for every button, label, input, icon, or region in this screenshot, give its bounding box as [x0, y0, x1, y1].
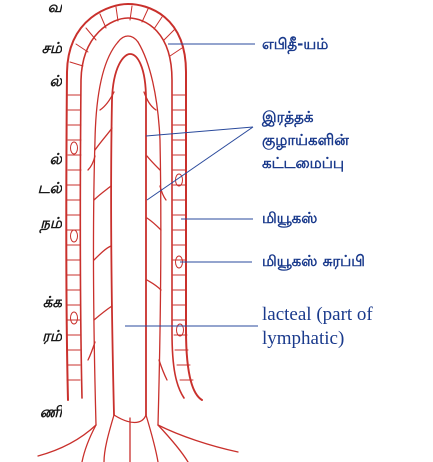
- label-capillary-line2: குழாய்களின்: [262, 130, 349, 151]
- label-lacteal-line2: lymphatic): [262, 327, 344, 351]
- label-lacteal-line1: lacteal (part of: [262, 303, 373, 327]
- leader-capillary-b: [147, 127, 253, 200]
- lacteal-vessel: [111, 54, 146, 415]
- leader-capillary-a: [146, 127, 253, 136]
- capillary-network: [88, 36, 167, 425]
- label-capillary-line1: இரத்தக்: [262, 107, 313, 128]
- villus-outer-outline: [66, 4, 202, 400]
- epithelium-cells: [67, 6, 193, 380]
- base-roots: [38, 415, 238, 462]
- label-mucus: மியூகஸ்: [262, 208, 317, 229]
- goblet-cells: [71, 142, 184, 336]
- label-epithelium: எபிதீ-யம்: [262, 34, 328, 55]
- epithelium-inner-boundary: [80, 18, 184, 398]
- label-mucus-gland: மியூகஸ் சுரப்பி: [262, 251, 365, 272]
- label-capillary-line3: கட்டமைப்பு: [262, 153, 344, 174]
